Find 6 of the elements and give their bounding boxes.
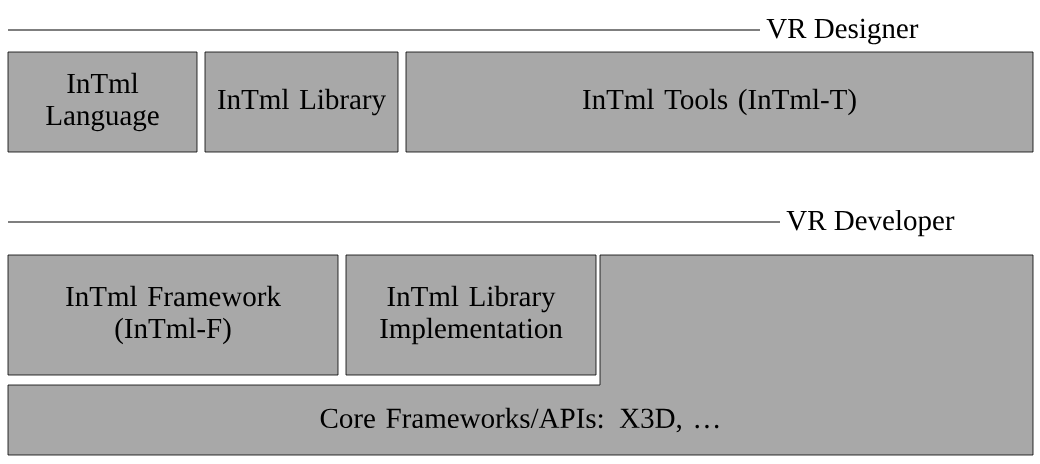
component-box: InTml Framework (InTml-F) (7, 254, 339, 376)
component-box: InTml Language (7, 51, 198, 153)
component-box: InTml Tools (InTml-T) (405, 51, 1034, 153)
component-box: InTml Library Implementation (345, 254, 597, 376)
component-box: InTml Library (204, 51, 399, 153)
role-label: VR Developer (786, 209, 955, 237)
